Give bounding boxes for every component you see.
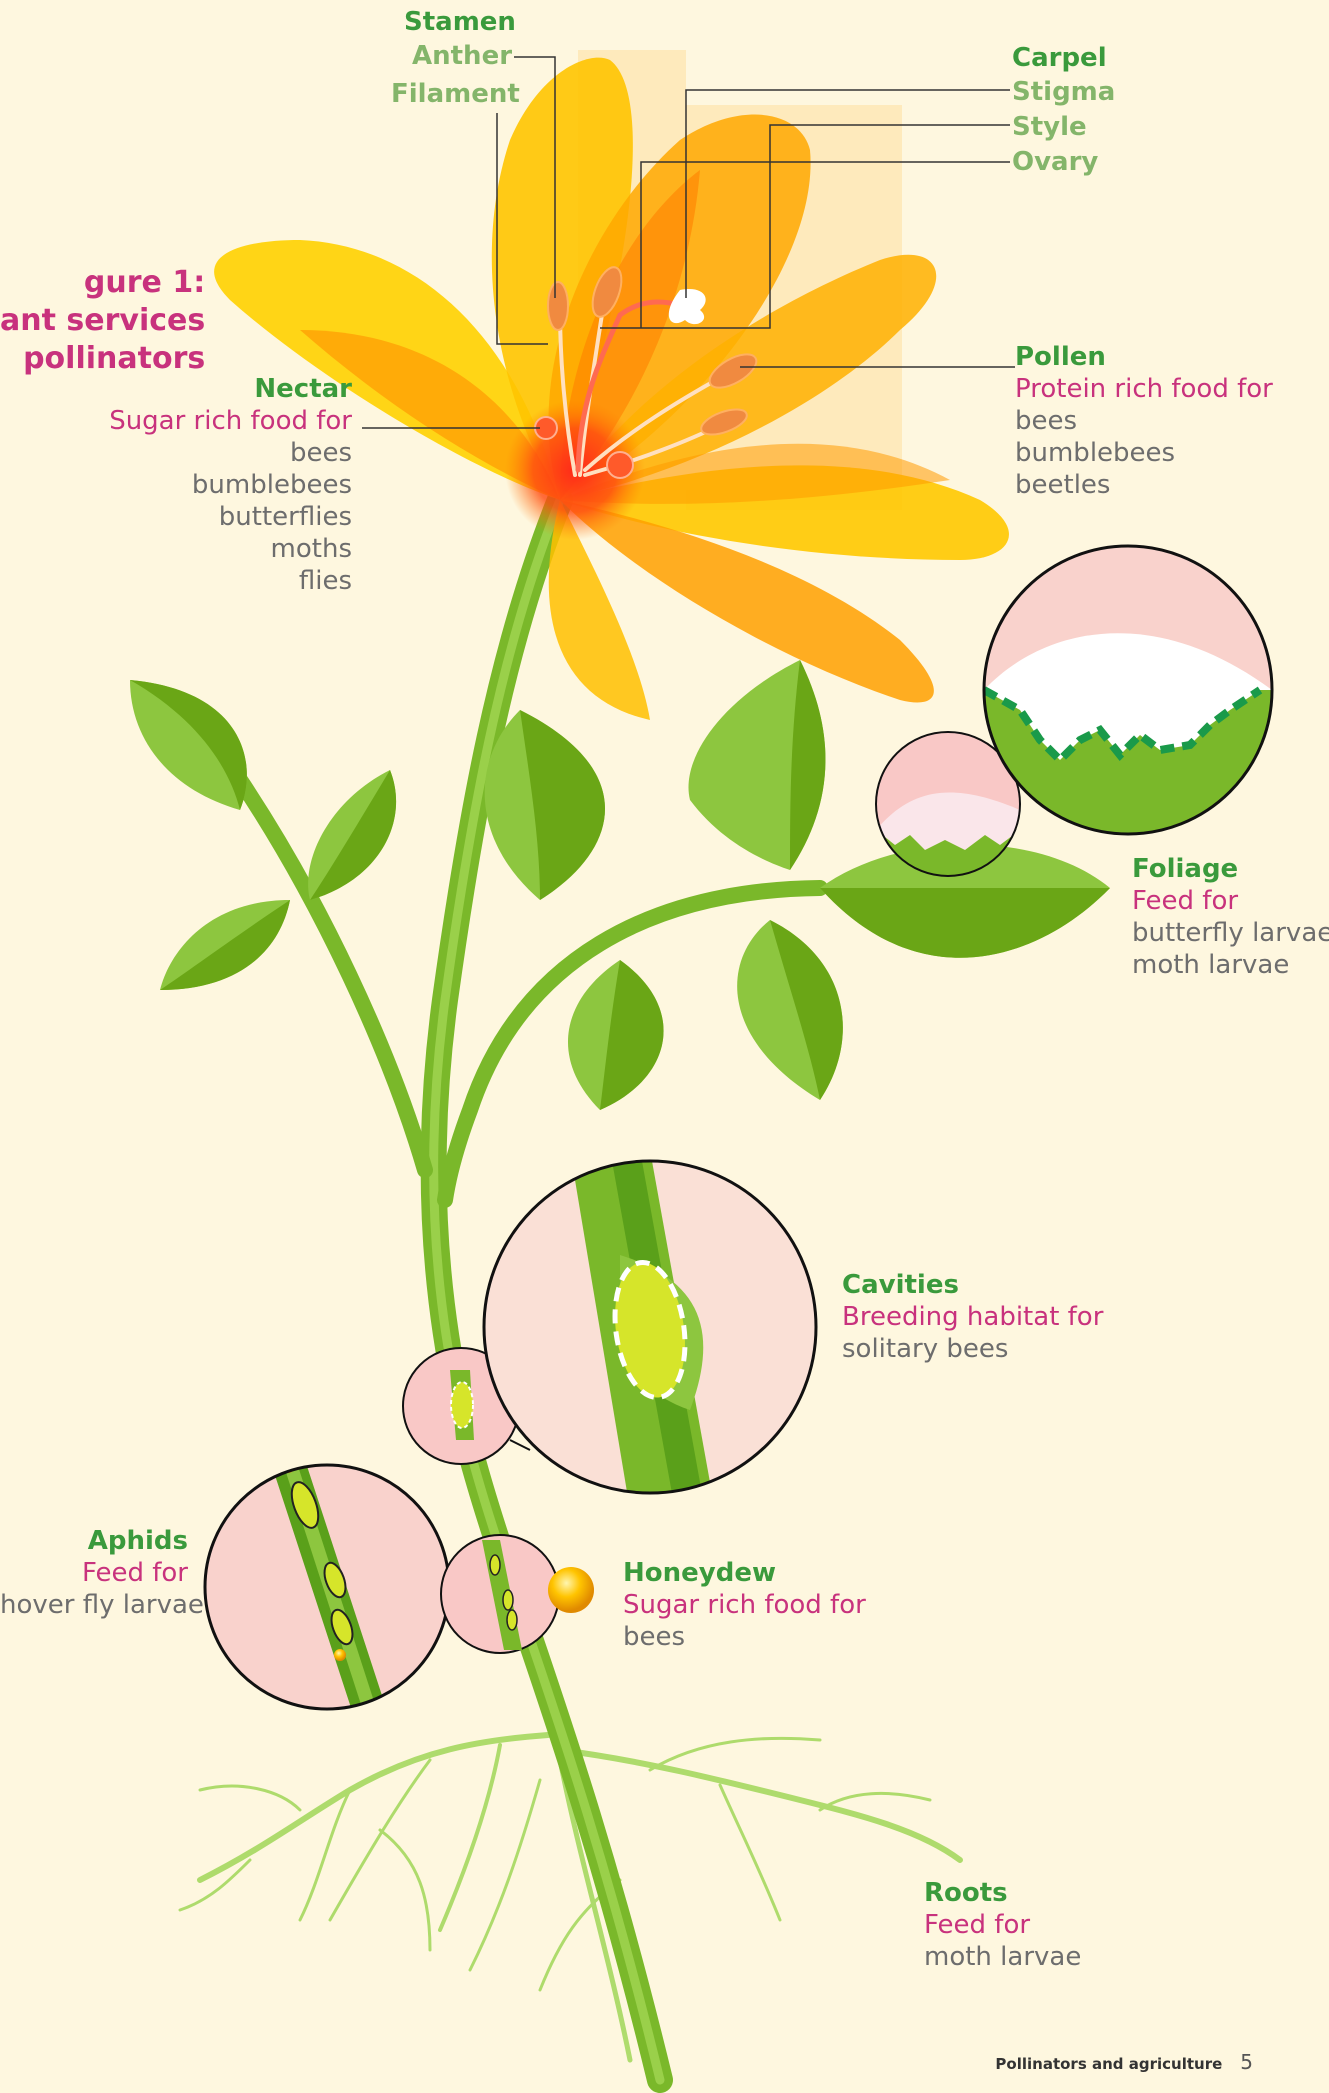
roots-sub: Feed for	[924, 1909, 1081, 1941]
foliage-item: butterfly larvae	[1132, 917, 1329, 949]
foliage-label: Foliage Feed for butterfly larvae moth l…	[1132, 853, 1329, 981]
figure-title-line2: ant services	[0, 302, 205, 340]
pollen-item: bees	[1015, 405, 1273, 437]
filament-label: Filament	[391, 78, 520, 110]
stamen-title: Stamen	[404, 6, 516, 38]
cavities-title: Cavities	[842, 1269, 1103, 1301]
foliage-zoom	[876, 546, 1272, 880]
cavity-zoom	[403, 1150, 816, 1510]
nectar-sub: Sugar rich food for	[100, 405, 352, 437]
stigma-label: Stigma	[1012, 76, 1115, 108]
pollen-title: Pollen	[1015, 341, 1273, 373]
carpel-title: Carpel	[1012, 42, 1107, 74]
pollen-item: beetles	[1015, 469, 1273, 501]
roots-item: moth larvae	[924, 1941, 1081, 1973]
nectar-item: moths	[100, 533, 352, 565]
roots-title: Roots	[924, 1877, 1081, 1909]
anther-label: Anther	[412, 40, 512, 72]
foliage-item: moth larvae	[1132, 949, 1329, 981]
figure-title-line1: gure 1:	[0, 264, 205, 302]
cavities-sub: Breeding habitat for	[842, 1301, 1103, 1333]
page-footer: Pollinators and agriculture 5	[995, 2050, 1253, 2074]
nectar-label: Nectar Sugar rich food for bees bumblebe…	[100, 373, 352, 597]
nectar-item: butterflies	[100, 501, 352, 533]
nectar-item: bees	[100, 437, 352, 469]
leaves	[130, 660, 1110, 1110]
pollen-sub: Protein rich food for	[1015, 373, 1273, 405]
figure-title: gure 1: ant services pollinators	[0, 264, 205, 378]
pollen-item: bumblebees	[1015, 437, 1273, 469]
aphids-sub: Feed for	[0, 1557, 188, 1589]
honeydew-sub: Sugar rich food for	[623, 1589, 866, 1621]
cavities-label: Cavities Breeding habitat for solitary b…	[842, 1269, 1103, 1365]
page-number: 5	[1240, 2050, 1253, 2074]
nectar-item: bumblebees	[100, 469, 352, 501]
ovary-label: Ovary	[1012, 146, 1098, 178]
aphids-item: hover fly larvae	[0, 1589, 188, 1621]
aphids-label: Aphids Feed for hover fly larvae	[0, 1525, 188, 1621]
aphids-title: Aphids	[0, 1525, 188, 1557]
roots-label: Roots Feed for moth larvae	[924, 1877, 1081, 1973]
nectar-title: Nectar	[100, 373, 352, 405]
honeydew-title: Honeydew	[623, 1557, 866, 1589]
honeydew-label: Honeydew Sugar rich food for bees	[623, 1557, 866, 1653]
nectar-item: flies	[100, 565, 352, 597]
honeydew-item: bees	[623, 1621, 866, 1653]
cavities-item: solitary bees	[842, 1333, 1103, 1365]
foliage-sub: Feed for	[1132, 885, 1329, 917]
pollen-label: Pollen Protein rich food for bees bumble…	[1015, 341, 1273, 501]
style-label: Style	[1012, 111, 1087, 143]
foliage-title: Foliage	[1132, 853, 1329, 885]
footer-title: Pollinators and agriculture	[995, 2055, 1222, 2073]
